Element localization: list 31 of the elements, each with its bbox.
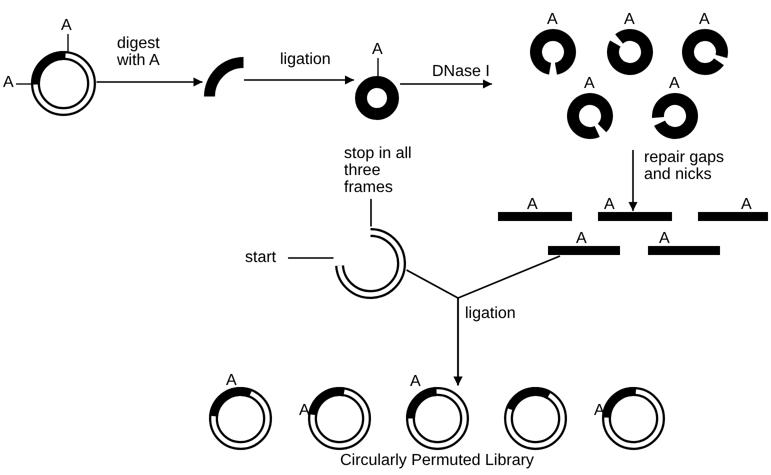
leader-line (288, 257, 334, 259)
edge-label: repair gaps and nicks (644, 150, 726, 184)
site-label: A (604, 197, 615, 213)
leader-line (370, 199, 372, 226)
edge-label: DNase I (432, 64, 490, 81)
site-label: A (699, 12, 710, 28)
site-label: A (584, 76, 595, 92)
arrow (454, 255, 560, 386)
site-label: A (372, 42, 383, 58)
annotation-text: stop in all three frames (344, 146, 413, 196)
site-label: A (576, 231, 587, 247)
arrow (244, 76, 354, 84)
site-label: A (527, 197, 538, 213)
site-label: A (624, 12, 635, 28)
site-label: A (61, 18, 72, 34)
edge-label: ligation (280, 52, 331, 69)
site-label: A (659, 231, 670, 247)
site-label: A (3, 75, 14, 91)
edge-label: digest with A (117, 36, 161, 70)
caption: Circularly Permuted Library (339, 453, 535, 469)
edge-label: ligation (465, 306, 516, 323)
arrow (400, 80, 492, 88)
site-label: A (226, 373, 237, 389)
site-label: A (299, 403, 310, 419)
arrow (96, 78, 202, 86)
site-label: A (669, 76, 680, 92)
annotation-text: start (245, 250, 278, 267)
site-label: A (741, 197, 752, 213)
site-label: A (547, 12, 558, 28)
arrow (628, 150, 638, 211)
site-label: A (410, 374, 421, 390)
